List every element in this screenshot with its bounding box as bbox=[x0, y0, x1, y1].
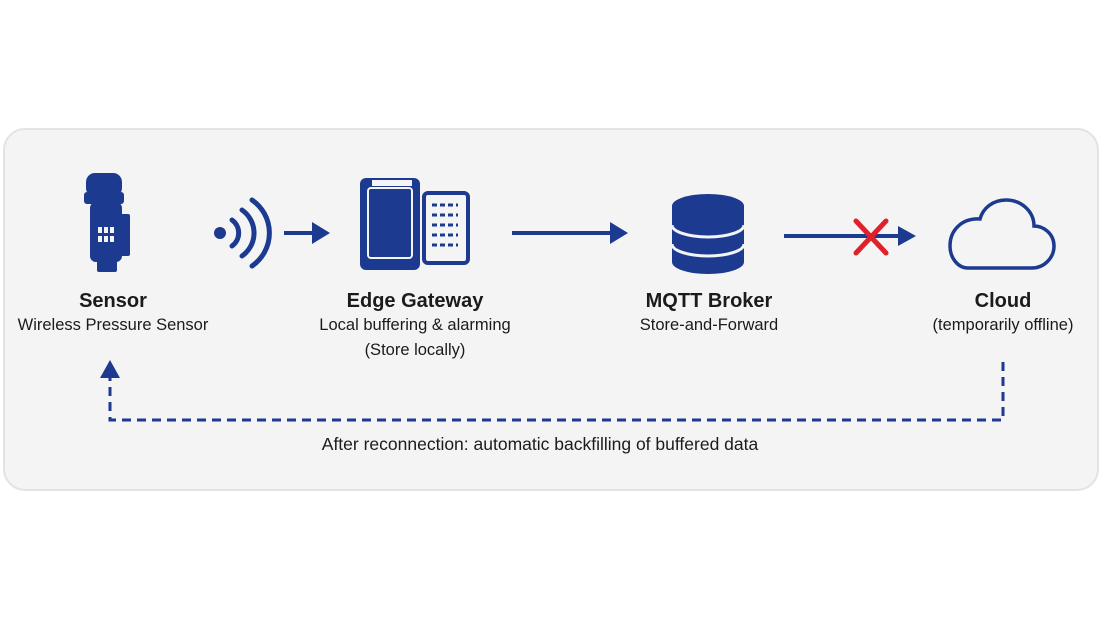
pressure-sensor-icon bbox=[84, 173, 130, 272]
node-subtitle: Local buffering & alarming bbox=[319, 316, 511, 334]
database-icon bbox=[670, 194, 746, 274]
node-sensor-label: Sensor Wireless Pressure Sensor bbox=[18, 290, 209, 338]
node-cloud-label: Cloud (temporarily offline) bbox=[933, 290, 1074, 338]
diagram-panel bbox=[3, 128, 1099, 491]
node-mqtt-broker-label: MQTT Broker Store-and-Forward bbox=[640, 290, 778, 338]
node-title: Edge Gateway bbox=[346, 290, 484, 312]
wireless-signal-icon bbox=[214, 197, 272, 269]
arrow-gateway-to-broker bbox=[512, 222, 628, 244]
backfill-caption: After reconnection: automatic backfillin… bbox=[321, 434, 759, 454]
node-subtitle: (temporarily offline) bbox=[932, 316, 1074, 334]
node-edge-gateway-label: Edge Gateway Local buffering & alarming … bbox=[319, 290, 510, 363]
node-subtitle: Store-and-Forward bbox=[639, 316, 779, 334]
backfill-dashed-arrow bbox=[100, 360, 1005, 422]
gateway-icon bbox=[360, 178, 470, 270]
node-subtitle: Wireless Pressure Sensor bbox=[17, 316, 209, 334]
node-title: MQTT Broker bbox=[645, 290, 773, 312]
node-title: Cloud bbox=[974, 290, 1032, 312]
node-subtitle-2: (Store locally) bbox=[364, 341, 466, 359]
arrow-broker-to-cloud bbox=[784, 226, 916, 246]
arrow-sensor-to-gateway bbox=[284, 222, 330, 244]
cloud-icon bbox=[948, 198, 1056, 270]
node-title: Sensor bbox=[79, 290, 147, 312]
disconnected-x-icon bbox=[853, 218, 889, 256]
